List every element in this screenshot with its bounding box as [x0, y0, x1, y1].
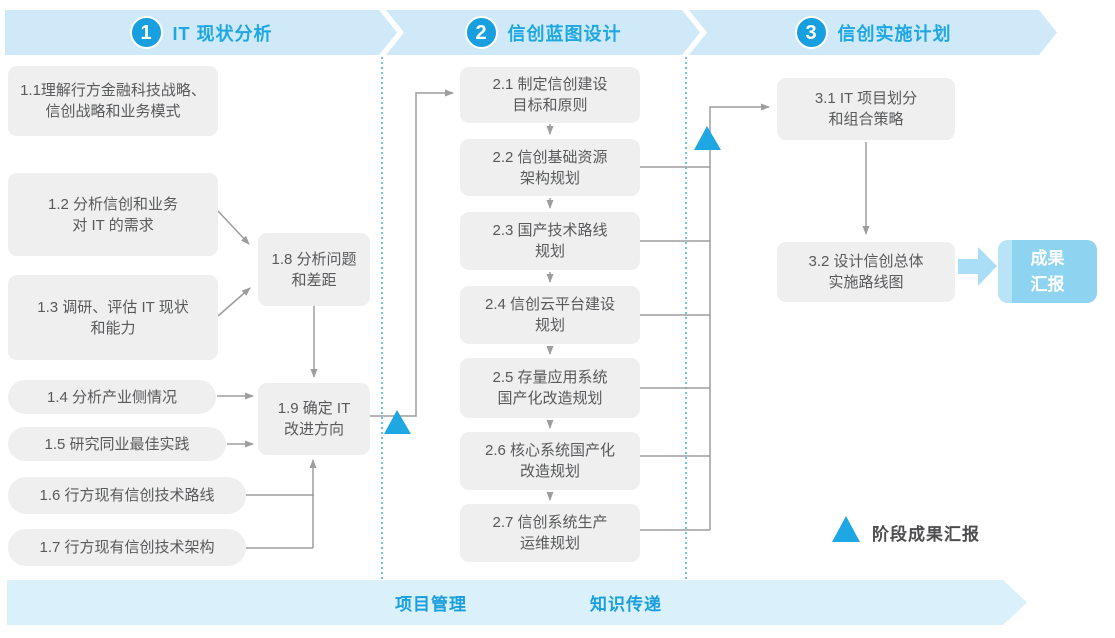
node-3-1: 3.1 IT 项目划分 和组合策略 [777, 78, 955, 140]
node-1-2: 1.2 分析信创和业务 对 IT 的需求 [8, 173, 218, 256]
node-2-7: 2.7 信创系统生产 运维规划 [460, 504, 640, 562]
result-report-box: 成果 汇报 [998, 240, 1097, 303]
phase-3-number-badge: 3 [795, 16, 828, 49]
phase-2-title: 信创蓝图设计 [507, 23, 622, 44]
node-1-9: 1.9 确定 IT 改进方向 [258, 383, 370, 455]
milestone-triangle-phase2 [694, 126, 721, 150]
footer-project-management: 项目管理 [395, 595, 467, 614]
phase-banner-3: 3 信创实施计划 [689, 10, 1057, 55]
node-1-5: 1.5 研究同业最佳实践 [8, 427, 226, 461]
node-1-8: 1.8 分析问题 和差距 [258, 233, 370, 306]
node-2-6: 2.6 核心系统国产化 改造规划 [460, 432, 640, 490]
footer-knowledge-transfer: 知识传递 [590, 595, 662, 614]
node-2-1: 2.1 制定信创建设 目标和原则 [460, 67, 640, 123]
result-report-label: 成果 汇报 [1030, 249, 1065, 294]
phase-2-number-badge: 2 [465, 16, 498, 49]
milestone-triangle-phase1 [384, 410, 411, 434]
gray-connectors [217, 89, 870, 549]
node-2-3: 2.3 国产技术路线 规划 [460, 212, 640, 270]
node-2-5: 2.5 存量应用系统 国产化改造规划 [460, 358, 640, 418]
node-1-3: 1.3 调研、评估 IT 现状 和能力 [8, 275, 218, 360]
result-block-arrow [958, 247, 997, 286]
phase-3-title: 信创实施计划 [837, 23, 952, 44]
result-box-highlight [998, 240, 1012, 303]
legend-milestone-label: 阶段成果汇报 [872, 524, 980, 544]
node-2-2: 2.2 信创基础资源 架构规划 [460, 139, 640, 196]
node-3-2: 3.2 设计信创总体 实施路线图 [777, 242, 955, 302]
legend-triangle-icon [832, 516, 860, 542]
phase-1-number-badge: 1 [130, 16, 163, 49]
node-1-4: 1.4 分析产业侧情况 [8, 380, 216, 414]
node-1-6: 1.6 行方现有信创技术路线 [8, 477, 246, 514]
phase-banner-1: 1 IT 现状分析 [5, 10, 397, 55]
phase-banner-2: 2 信创蓝图设计 [386, 10, 700, 55]
phase-1-title: IT 现状分析 [172, 23, 273, 44]
node-1-1: 1.1理解行方金融科技战略、 信创战略和业务模式 [8, 66, 218, 136]
footer-band: 项目管理 知识传递 [7, 580, 1027, 625]
node-1-7: 1.7 行方现有信创技术架构 [8, 529, 246, 566]
node-2-4: 2.4 信创云平台建设 规划 [460, 286, 640, 344]
